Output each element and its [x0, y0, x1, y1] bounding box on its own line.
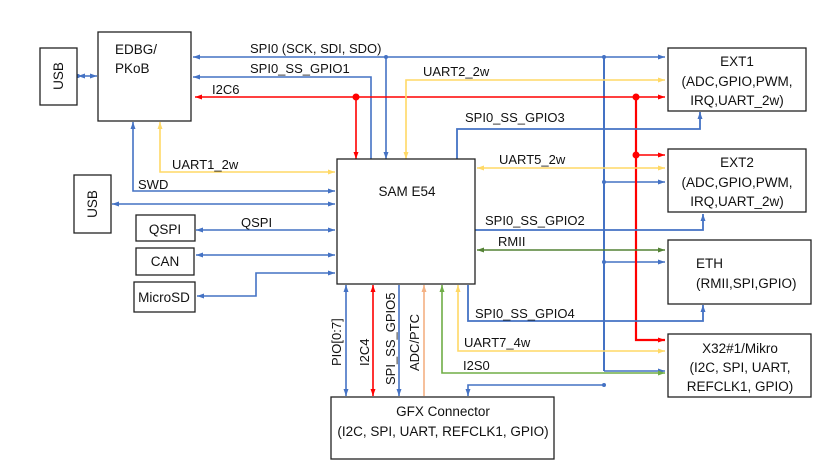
uart2-label: UART2_2w [423, 64, 490, 79]
swd-label: SWD [138, 177, 168, 192]
ext2-label-line3: IRQ,UART_2w) [690, 194, 784, 209]
junction-dot [632, 151, 640, 159]
spi0-ss-gpio4-label: SPI0_SS_GPIO4 [475, 306, 575, 321]
junction-dot [602, 180, 606, 184]
x32-label-line2: (I2C, SPI, UART, [689, 360, 790, 375]
gfx-spi-line [465, 384, 604, 396]
spi0-ss-gpio1-label: SPI0_SS_GPIO1 [250, 61, 350, 76]
sam-e54-label: SAM E54 [378, 184, 436, 199]
gfx-label-line2: (I2C, SPI, UART, REFCLK1, GPIO) [337, 424, 548, 439]
spi0-label: SPI0 (SCK, SDI, SDO) [250, 41, 381, 56]
edbg-block: EDBG/ PKoB [97, 31, 192, 122]
qspi-block: QSPI [135, 214, 196, 242]
microsd-link [197, 270, 335, 299]
uart7-label: UART7_4w [464, 335, 531, 350]
swd-line [130, 122, 335, 194]
usb1-label: USB [51, 62, 66, 90]
microsd-block: MicroSD [133, 281, 196, 313]
qspi-label: QSPI [149, 222, 181, 237]
spi0-ss-gpio3-line [456, 112, 703, 159]
uart1-label: UART1_2w [172, 157, 239, 172]
edbg-label-line1: EDBG/ [115, 42, 157, 57]
spi-ss-gpio5-label: SPI_SS_GPIO5 [383, 293, 398, 386]
spi0-ss-gpio2-line [475, 214, 706, 231]
junction-dot [602, 55, 606, 59]
ext1-block: EXT1 (ADC,GPIO,PWM, IRQ,UART_2w) [667, 47, 807, 112]
usb1-block: USB [39, 47, 78, 106]
ext2-label-line2: (ADC,GPIO,PWM, [682, 175, 793, 190]
qspi-signal-label: QSPI [241, 215, 272, 230]
i2c6-label: I2C6 [212, 82, 239, 97]
i2s0-label: I2S0 [463, 358, 490, 373]
junction-dot [602, 383, 606, 387]
pio-label: PIO[0:7] [329, 318, 344, 366]
usb2-label: USB [85, 190, 100, 218]
gfx-label-line1: GFX Connector [396, 404, 490, 419]
rmii-label: RMII [498, 234, 525, 249]
uart5-label: UART5_2w [499, 152, 566, 167]
junction-dot [384, 55, 388, 59]
junction-dot [602, 260, 606, 264]
eth-label-line2: (RMII,SPI,GPIO) [696, 276, 797, 291]
usb2-block: USB [73, 174, 112, 234]
junction-dot [632, 93, 640, 101]
spi0-ss-gpio3-label: SPI0_SS_GPIO3 [465, 110, 565, 125]
spi0-ss-gpio1-line [193, 74, 372, 159]
ext2-label-line1: EXT2 [720, 155, 754, 170]
spi0-ss-gpio2-label: SPI0_SS_GPIO2 [485, 213, 585, 228]
eth-block: ETH (RMII,SPI,GPIO) [667, 239, 812, 305]
ext1-label-line3: IRQ,UART_2w) [690, 93, 784, 108]
can-block: CAN [135, 247, 195, 276]
uart2-line [403, 77, 665, 159]
i2c6-vertical-bus [634, 97, 665, 343]
eth-label-line1: ETH [696, 256, 723, 271]
microsd-label: MicroSD [138, 290, 190, 305]
i2c4-label: I2C4 [357, 339, 372, 366]
junction-dot [352, 93, 360, 101]
sam-e54-block: SAM E54 [336, 158, 476, 285]
can-label: CAN [151, 254, 180, 269]
ext1-label-line1: EXT1 [720, 54, 754, 69]
ext1-label-line2: (ADC,GPIO,PWM, [682, 74, 793, 89]
x32-label-line3: REFCLK1, GPIO) [687, 379, 794, 394]
x32-label-line1: X32#1/Mikro [702, 341, 778, 356]
edbg-label-line2: PKoB [115, 61, 150, 76]
i2s0-line [439, 285, 665, 376]
gfx-connector-block: GFX Connector (I2C, SPI, UART, REFCLK1, … [330, 396, 555, 460]
ext2-block: EXT2 (ADC,GPIO,PWM, IRQ,UART_2w) [667, 148, 807, 213]
adc-ptc-label: ADC/PTC [407, 314, 422, 371]
x32-mikro-block: X32#1/Mikro (I2C, SPI, UART, REFCLK1, GP… [667, 333, 812, 398]
